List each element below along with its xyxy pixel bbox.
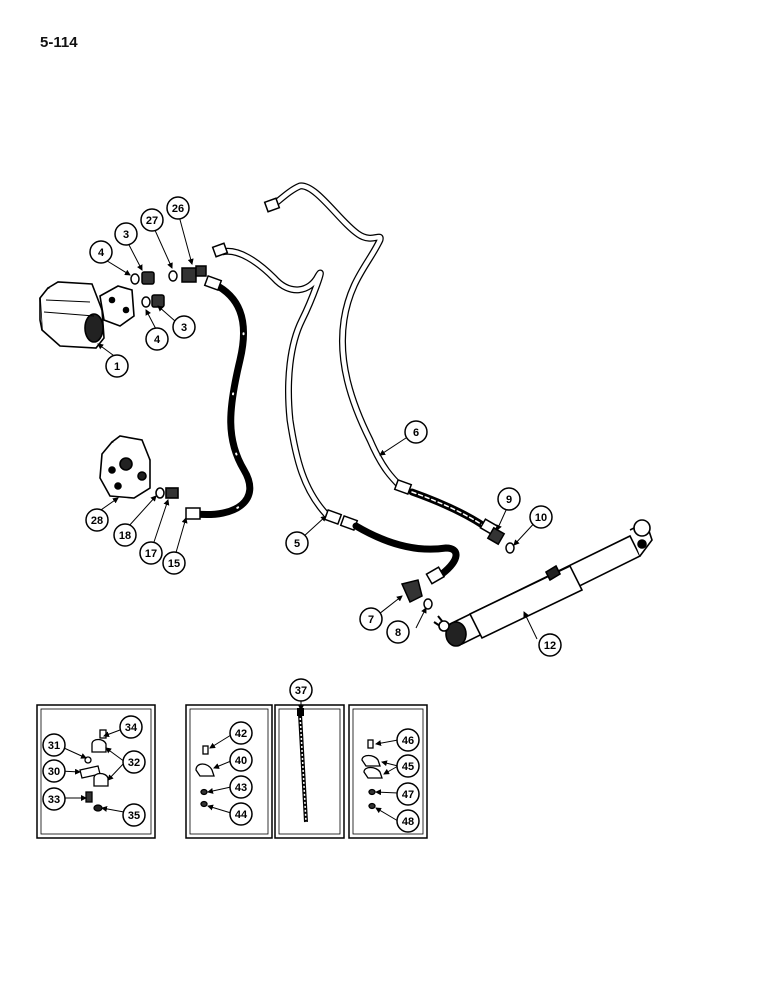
svg-text:17: 17 <box>145 548 157 560</box>
svg-text:47: 47 <box>402 789 414 801</box>
callout-17: 17 <box>139 541 163 565</box>
svg-text:28: 28 <box>91 515 103 527</box>
svg-text:34: 34 <box>125 722 138 734</box>
svg-text:8: 8 <box>395 627 401 639</box>
callout-12: 12 <box>538 633 562 657</box>
svg-text:35: 35 <box>128 810 140 822</box>
callout-32: 32 <box>122 750 146 774</box>
svg-text:45: 45 <box>402 761 414 773</box>
svg-text:27: 27 <box>146 215 158 227</box>
svg-text:3: 3 <box>181 322 187 334</box>
callout-18: 18 <box>113 523 137 547</box>
svg-text:10: 10 <box>535 512 547 524</box>
inset-box-clamp-40-44 <box>185 704 273 839</box>
steering-cylinder-illustration <box>433 519 653 647</box>
callout-31: 31 <box>42 733 66 757</box>
callout-7: 7 <box>359 607 383 631</box>
svg-text:3: 3 <box>123 229 129 241</box>
callout-35: 35 <box>122 803 146 827</box>
callout-33: 33 <box>42 787 66 811</box>
inset-box-clamp-31-35 <box>36 704 156 839</box>
svg-text:46: 46 <box>402 735 414 747</box>
svg-text:40: 40 <box>235 755 247 767</box>
svg-text:43: 43 <box>235 782 247 794</box>
callout-8: 8 <box>386 620 410 644</box>
pump-fittings <box>130 265 207 308</box>
tube-6 <box>263 182 413 496</box>
svg-text:5: 5 <box>294 538 300 550</box>
callout-30: 30 <box>42 759 66 783</box>
callout-3b: 3 <box>172 315 196 339</box>
callout-4a: 4 <box>89 240 113 264</box>
svg-text:32: 32 <box>128 757 140 769</box>
callout-4b: 4 <box>145 327 169 351</box>
callout-3a: 3 <box>114 222 138 246</box>
svg-text:9: 9 <box>506 494 512 506</box>
svg-text:42: 42 <box>235 728 247 740</box>
callout-37: 37 <box>289 678 313 702</box>
svg-text:30: 30 <box>48 766 60 778</box>
callout-1: 1 <box>105 354 129 378</box>
svg-text:4: 4 <box>154 334 161 346</box>
callout-10: 10 <box>529 505 553 529</box>
page-number: 5-114 <box>40 34 78 51</box>
svg-text:48: 48 <box>402 816 414 828</box>
svg-text:31: 31 <box>48 740 60 752</box>
callout-44: 44 <box>229 802 253 826</box>
inset-box-clamp-45-48 <box>348 704 428 839</box>
svg-text:6: 6 <box>413 427 419 439</box>
pump-illustration <box>39 281 135 349</box>
svg-text:15: 15 <box>168 558 180 570</box>
pressure-hose <box>185 274 254 520</box>
svg-text:12: 12 <box>544 640 556 652</box>
svg-text:33: 33 <box>48 794 60 806</box>
callout-9: 9 <box>497 487 521 511</box>
callout-5: 5 <box>285 531 309 555</box>
callout-42: 42 <box>229 721 253 745</box>
svg-text:1: 1 <box>114 361 120 373</box>
return-hose <box>352 522 460 585</box>
callout-46: 46 <box>396 728 420 752</box>
callout-47: 47 <box>396 782 420 806</box>
callout-40: 40 <box>229 748 253 772</box>
callout-27: 27 <box>140 208 164 232</box>
callout-15: 15 <box>162 551 186 575</box>
callout-28: 28 <box>85 508 109 532</box>
callout-43: 43 <box>229 775 253 799</box>
callout-48: 48 <box>396 809 420 833</box>
svg-text:44: 44 <box>235 809 248 821</box>
svg-text:4: 4 <box>98 247 105 259</box>
svg-text:7: 7 <box>368 614 374 626</box>
cylinder-hose <box>408 488 499 536</box>
callout-34: 34 <box>119 715 143 739</box>
svg-text:26: 26 <box>172 203 184 215</box>
callout-26: 26 <box>166 196 190 220</box>
callout-6: 6 <box>404 420 428 444</box>
callout-45: 45 <box>396 754 420 778</box>
steering-valve-illustration <box>99 435 179 499</box>
svg-text:18: 18 <box>119 530 131 542</box>
cylinder-fittings <box>400 526 515 610</box>
inset-box-tie-strap-37 <box>274 704 345 839</box>
svg-text:37: 37 <box>295 685 307 697</box>
